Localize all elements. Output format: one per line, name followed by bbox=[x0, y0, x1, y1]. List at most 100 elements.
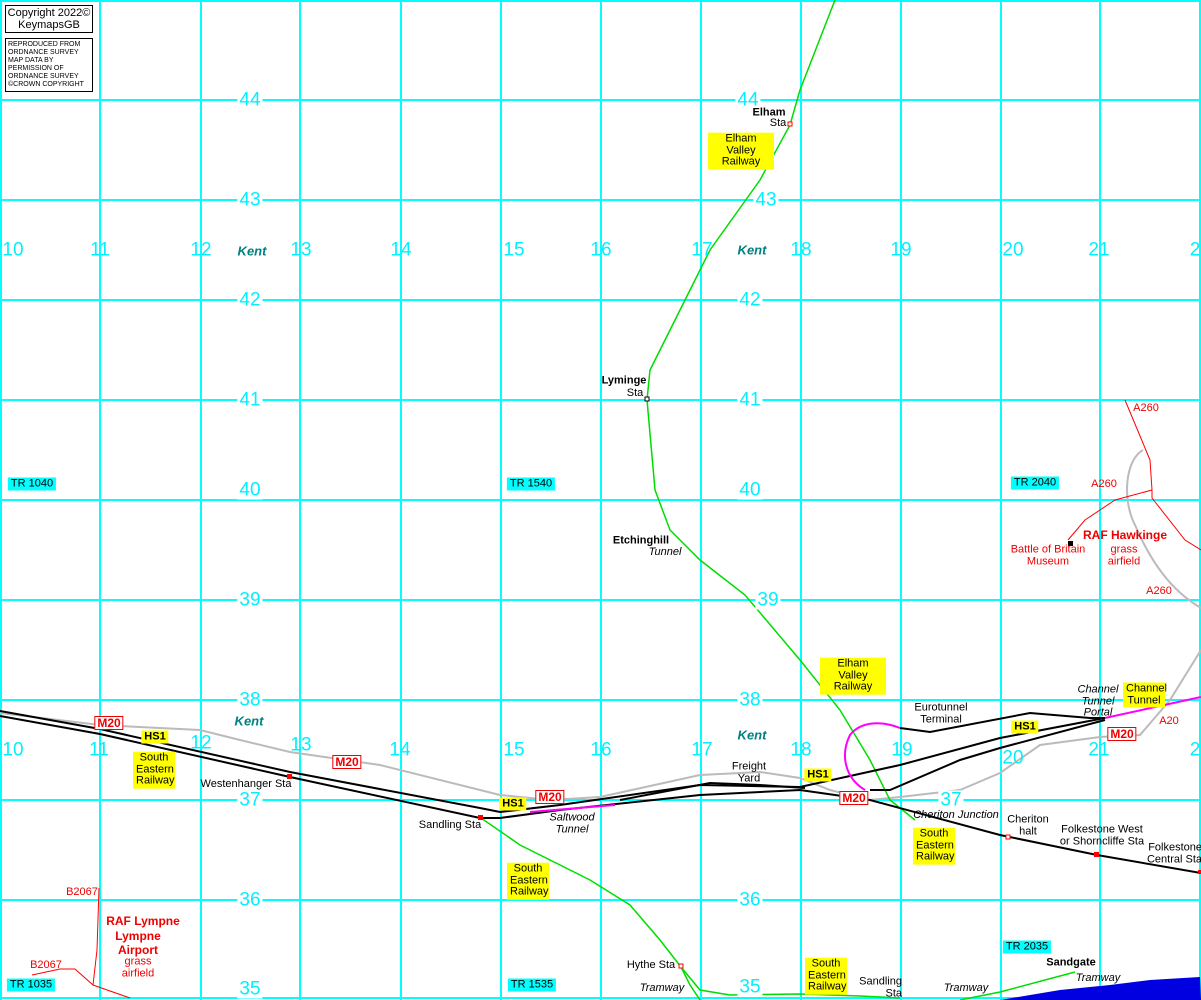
hs1-railway bbox=[0, 710, 1106, 814]
lympne-grass-airfield-label: grass airfield bbox=[121, 955, 155, 979]
cheriton-junction-label: Cheriton Junction bbox=[913, 809, 999, 822]
northing-label: 39 bbox=[755, 589, 781, 611]
road-a260 bbox=[1124, 399, 1201, 551]
a260-label: A260 bbox=[1146, 585, 1172, 598]
station-sandling-label: Sandling Sta bbox=[859, 975, 902, 999]
copyright-line2: KeymapsGB bbox=[18, 19, 80, 31]
easting-label: 16 bbox=[590, 739, 612, 761]
station-marker-cheriton bbox=[1005, 834, 1011, 840]
northing-label: 44 bbox=[735, 89, 761, 111]
northing-label: 39 bbox=[237, 589, 263, 611]
os-notice-line: ORDNANCE SURVEY bbox=[8, 73, 79, 81]
easting-label: 2 bbox=[1189, 239, 1201, 261]
easting-label: 20 bbox=[1002, 239, 1024, 261]
northing-label: 38 bbox=[237, 689, 263, 711]
m20-label: M20 bbox=[1107, 727, 1137, 741]
a260-label: A260 bbox=[1133, 402, 1159, 415]
northing-label: 43 bbox=[753, 189, 779, 211]
freight-yard-track bbox=[619, 781, 806, 801]
os-notice-line: ©CROWN COPYRIGHT bbox=[8, 81, 84, 89]
b2067-label: B2067 bbox=[30, 959, 62, 972]
hs1-label: HS1 bbox=[141, 730, 169, 744]
station-marker-hythe bbox=[678, 963, 684, 969]
easting-label: 13 bbox=[290, 734, 312, 756]
eurotunnel-loop-tunnel bbox=[844, 722, 901, 791]
lympne-airport-label: Lympne Airport bbox=[115, 929, 161, 957]
station-marker-westenhanger bbox=[287, 774, 292, 779]
m20-label: M20 bbox=[94, 716, 124, 730]
easting-label: 2 bbox=[1189, 739, 1201, 761]
station-cheriton-halt: Cheriton halt bbox=[1007, 813, 1049, 837]
northing-label: 40 bbox=[737, 479, 763, 501]
road-m20 bbox=[0, 649, 1201, 802]
county-label: Kent bbox=[737, 727, 767, 743]
northing-label: 36 bbox=[237, 889, 263, 911]
station-marker-folkestone-central bbox=[1198, 870, 1201, 874]
station-elham-sta: Sta bbox=[769, 117, 787, 130]
northing-label: 37 bbox=[237, 789, 263, 811]
road-a260-branch bbox=[1067, 489, 1153, 541]
hs1-label: HS1 bbox=[499, 797, 527, 811]
northing-label: 37 bbox=[938, 789, 964, 811]
easting-label: 18 bbox=[790, 239, 812, 261]
easting-label: 18 bbox=[790, 739, 812, 761]
place-sandgate: Sandgate bbox=[1046, 956, 1096, 969]
railway-label-elham-valley: Elham Valley Railway bbox=[708, 132, 774, 170]
grid-ref-label: TR 1040 bbox=[7, 477, 57, 491]
station-westenhanger: Westenhanger Sta bbox=[200, 778, 292, 791]
os-notice-box: REPRODUCED FROM ORDNANCE SURVEY MAP DATA… bbox=[5, 38, 93, 93]
battle-of-britain-museum-label: Battle of Britain Museum bbox=[1010, 543, 1086, 567]
station-elham: Elham bbox=[752, 106, 786, 119]
railway-label-ser: South Eastern Railway bbox=[805, 957, 847, 995]
tramway-label: Tramway bbox=[1075, 972, 1121, 985]
northing-label: 36 bbox=[737, 889, 763, 911]
grid-ref-label: TR 1035 bbox=[6, 978, 56, 992]
saltwood-tunnel bbox=[529, 804, 616, 813]
os-notice-line: MAP DATA BY bbox=[8, 57, 54, 65]
m20-label: M20 bbox=[535, 790, 565, 804]
easting-label: 21 bbox=[1088, 739, 1110, 761]
easting-label: 11 bbox=[89, 739, 109, 761]
northing-label: 42 bbox=[737, 289, 763, 311]
eurotunnel-terminal-track bbox=[899, 711, 1105, 734]
place-etchinghill: Etchinghill bbox=[612, 534, 670, 547]
easting-label: 10 bbox=[2, 239, 24, 261]
railway-label-ser: South Eastern Railway bbox=[133, 751, 175, 789]
m20-label: M20 bbox=[839, 791, 869, 805]
museum-marker bbox=[1068, 541, 1073, 546]
northing-label: 35 bbox=[737, 976, 763, 998]
grid-ref-label: TR 2040 bbox=[1010, 476, 1060, 490]
northing-label: 41 bbox=[737, 389, 763, 411]
station-marker-elham bbox=[787, 121, 793, 127]
road-hawkinge-grey bbox=[1126, 449, 1201, 609]
easting-label: 15 bbox=[503, 739, 525, 761]
easting-label: 14 bbox=[389, 739, 411, 761]
sea bbox=[1000, 977, 1201, 1000]
county-label: Kent bbox=[737, 242, 767, 258]
south-eastern-railway bbox=[0, 715, 1201, 874]
os-notice-line: REPRODUCED FROM bbox=[8, 41, 81, 48]
station-lyminge-sta: Sta bbox=[626, 387, 644, 400]
hs1-label: HS1 bbox=[1011, 720, 1039, 734]
m20-label: M20 bbox=[332, 755, 362, 769]
easting-label: 17 bbox=[691, 739, 713, 761]
station-marker-folkestone-west bbox=[1094, 852, 1099, 857]
raf-lympne-label: RAF Lympne bbox=[106, 914, 180, 929]
easting-label: 19 bbox=[891, 739, 913, 761]
easting-label: 21 bbox=[1088, 239, 1110, 261]
channel-tunnel-portal-label: Channel Tunnel Portal bbox=[1077, 683, 1119, 719]
hythe-tramway bbox=[680, 966, 701, 1000]
county-label: Kent bbox=[234, 713, 264, 729]
os-notice-line: ORDNANCE SURVEY bbox=[8, 49, 79, 57]
sandgate-tramway bbox=[959, 971, 1076, 1000]
station-folkestone-west: Folkestone West or Shorncliffe Sta bbox=[1059, 823, 1145, 847]
tramway-label: Tramway bbox=[639, 982, 685, 995]
northing-label: 35 bbox=[237, 978, 263, 1000]
northing-label: 38 bbox=[737, 689, 763, 711]
easting-label: 16 bbox=[590, 239, 612, 261]
northing-label: 43 bbox=[237, 189, 263, 211]
railway-label-elham-valley: Elham Valley Railway bbox=[820, 657, 886, 695]
hs1-label: HS1 bbox=[804, 768, 832, 782]
